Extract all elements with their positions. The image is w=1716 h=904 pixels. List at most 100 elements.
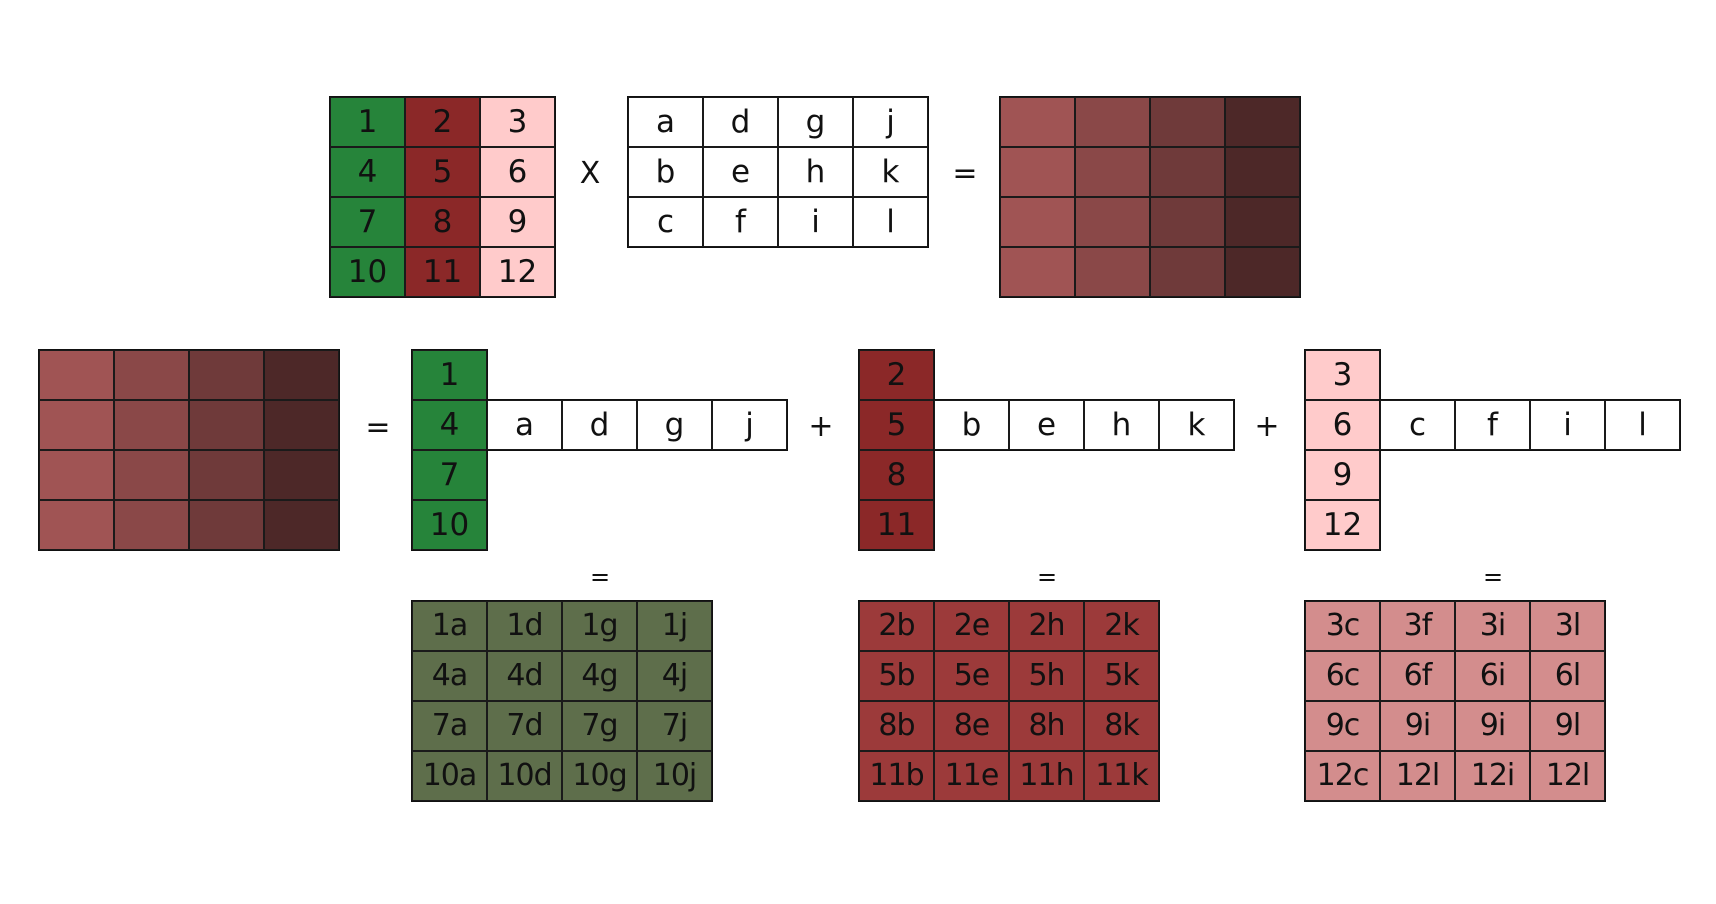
- gradient-cell: [114, 400, 189, 450]
- vector-cell: 11: [859, 500, 934, 550]
- product-cell: 4d: [487, 651, 562, 701]
- vector-cell: d: [562, 400, 637, 450]
- matrix-cell: h: [778, 147, 853, 197]
- equals-operator-top: =: [952, 156, 978, 191]
- plus-operator-2: +: [1254, 409, 1280, 444]
- matrix-cell: 11: [405, 247, 480, 297]
- product-cell: 10a: [412, 751, 487, 801]
- product-cell: 12l: [1530, 751, 1605, 801]
- vector-cell: 3: [1305, 350, 1380, 400]
- gradient-cell: [39, 500, 114, 550]
- vector-cell: 4: [412, 400, 487, 450]
- product-cell: 1g: [562, 601, 637, 651]
- product-cell: 7a: [412, 701, 487, 751]
- vector-cell: 7: [412, 450, 487, 500]
- vector-cell: h: [1084, 400, 1159, 450]
- product-cell: 9c: [1305, 701, 1380, 751]
- matrix-cell: b: [628, 147, 703, 197]
- product-cell: 3c: [1305, 601, 1380, 651]
- product-cell: 2k: [1084, 601, 1159, 651]
- vector-cell: 10: [412, 500, 487, 550]
- matrix-cell: k: [853, 147, 928, 197]
- gradient-cell: [1075, 247, 1150, 297]
- matrix-cell: 4: [330, 147, 405, 197]
- gradient-cell: [1150, 97, 1225, 147]
- product-cell: 9l: [1530, 701, 1605, 751]
- matrix-cell: d: [703, 97, 778, 147]
- gradient-cell: [1225, 97, 1300, 147]
- vector-cell: k: [1159, 400, 1234, 450]
- product-cell: 12i: [1455, 751, 1530, 801]
- product-cell: 5k: [1084, 651, 1159, 701]
- gradient-cell: [39, 400, 114, 450]
- gradient-cell: [1075, 147, 1150, 197]
- product-cell: 8h: [1009, 701, 1084, 751]
- product-cell: 10j: [637, 751, 712, 801]
- matrix-cell: 5: [405, 147, 480, 197]
- gradient-cell: [114, 350, 189, 400]
- vector-cell: f: [1455, 400, 1530, 450]
- vector-cell: g: [637, 400, 712, 450]
- product-cell: 4g: [562, 651, 637, 701]
- plus-operator-1: +: [808, 409, 834, 444]
- product-cell: 8b: [859, 701, 934, 751]
- vector-cell: 2: [859, 350, 934, 400]
- gradient-cell: [189, 400, 264, 450]
- matrix-cell: 7: [330, 197, 405, 247]
- product-cell: 5b: [859, 651, 934, 701]
- product-cell: 3l: [1530, 601, 1605, 651]
- gradient-cell: [189, 350, 264, 400]
- gradient-cell: [189, 450, 264, 500]
- result-matrix-left: [38, 349, 340, 551]
- product-cell: 11k: [1084, 751, 1159, 801]
- times-operator: X: [579, 156, 601, 191]
- product-cell: 12l: [1380, 751, 1455, 801]
- matrix-cell: 10: [330, 247, 405, 297]
- gradient-cell: [1150, 197, 1225, 247]
- product-cell: 7d: [487, 701, 562, 751]
- gradient-cell: [114, 500, 189, 550]
- vector-cell: 6: [1305, 400, 1380, 450]
- vector-cell: l: [1605, 400, 1680, 450]
- gradient-cell: [1150, 147, 1225, 197]
- product-cell: 7j: [637, 701, 712, 751]
- gradient-cell: [264, 450, 339, 500]
- matrix-cell: 1: [330, 97, 405, 147]
- vector-cell: j: [712, 400, 787, 450]
- product-cell: 3f: [1380, 601, 1455, 651]
- product-cell: 11h: [1009, 751, 1084, 801]
- gradient-cell: [1000, 247, 1075, 297]
- matrix-cell: i: [778, 197, 853, 247]
- vector-cell: e: [1009, 400, 1084, 450]
- product-cell: 1j: [637, 601, 712, 651]
- product-cell: 10g: [562, 751, 637, 801]
- product-cell: 7g: [562, 701, 637, 751]
- gradient-cell: [1075, 197, 1150, 247]
- product-cell: 2e: [934, 601, 1009, 651]
- product-cell: 2b: [859, 601, 934, 651]
- product-cell: 3i: [1455, 601, 1530, 651]
- matrix-cell: a: [628, 97, 703, 147]
- product-cell: 5e: [934, 651, 1009, 701]
- matrix-cell: c: [628, 197, 703, 247]
- product-cell: 11b: [859, 751, 934, 801]
- product-cell: 6f: [1380, 651, 1455, 701]
- matrix-cell: e: [703, 147, 778, 197]
- matrix-cell: f: [703, 197, 778, 247]
- vector-cell: b: [934, 400, 1009, 450]
- matrix-cell: l: [853, 197, 928, 247]
- matrix-cell: j: [853, 97, 928, 147]
- gradient-cell: [264, 350, 339, 400]
- vector-cell: 9: [1305, 450, 1380, 500]
- gradient-cell: [1075, 97, 1150, 147]
- vector-cell: i: [1530, 400, 1605, 450]
- product-cell: 6c: [1305, 651, 1380, 701]
